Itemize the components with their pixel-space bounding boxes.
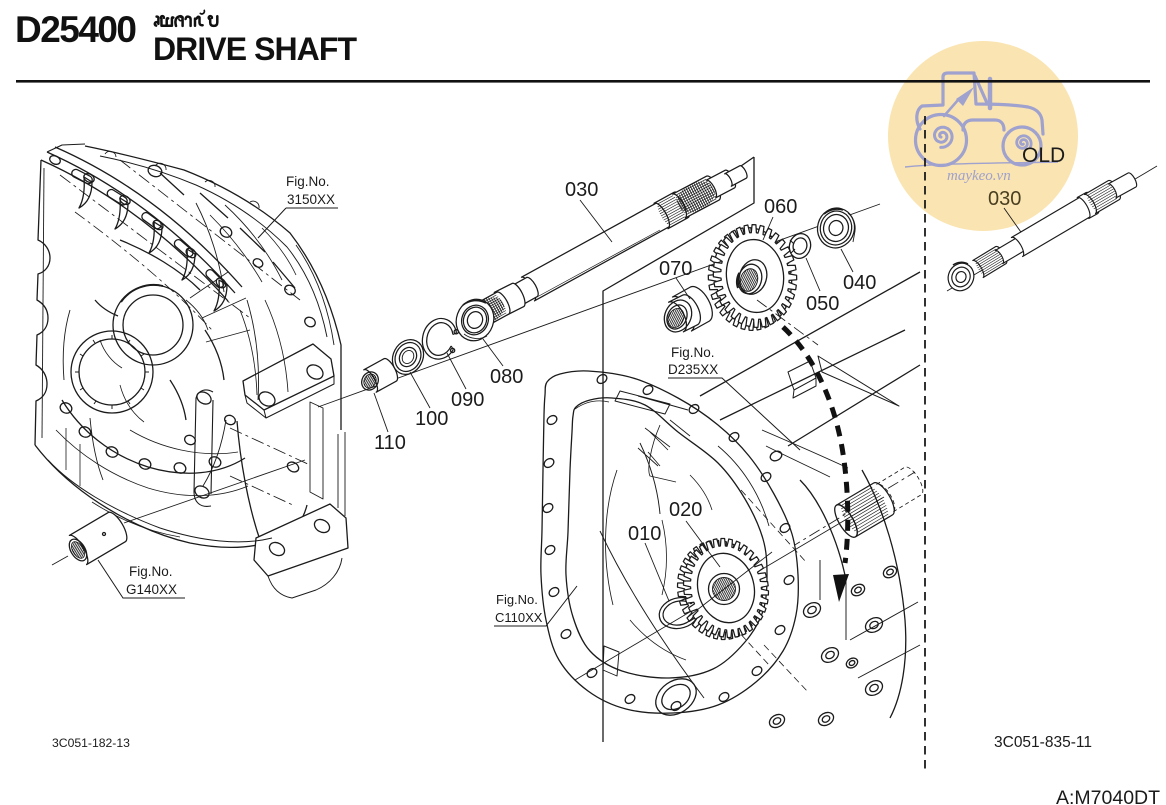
svg-text:A:M7040DT: A:M7040DT: [1056, 787, 1160, 805]
svg-text:100: 100: [415, 408, 448, 430]
svg-text:040: 040: [843, 272, 876, 294]
svg-text:070: 070: [659, 258, 692, 280]
svg-text:OLD: OLD: [1022, 144, 1065, 167]
svg-text:DRIVE SHAFT: DRIVE SHAFT: [153, 31, 357, 67]
svg-text:Fig.No.: Fig.No.: [496, 592, 538, 607]
svg-text:060: 060: [764, 196, 797, 218]
svg-text:3C051-835-11: 3C051-835-11: [994, 734, 1092, 751]
svg-text:maykeo.vn: maykeo.vn: [947, 168, 1011, 184]
svg-text:C110XX: C110XX: [495, 610, 543, 625]
svg-text:3C051-182-13: 3C051-182-13: [52, 736, 130, 750]
svg-text:030: 030: [988, 188, 1021, 210]
svg-text:110: 110: [374, 432, 406, 454]
svg-text:080: 080: [490, 366, 523, 388]
svg-text:G140XX: G140XX: [126, 582, 177, 597]
svg-text:D235XX: D235XX: [668, 362, 718, 377]
svg-text:Fig.No.: Fig.No.: [286, 174, 330, 189]
svg-text:010: 010: [628, 523, 661, 545]
svg-text:030: 030: [565, 179, 598, 201]
svg-text:D25400: D25400: [15, 9, 137, 50]
svg-text:Fig.No.: Fig.No.: [129, 564, 173, 579]
svg-text:050: 050: [806, 293, 839, 315]
svg-text:3150XX: 3150XX: [287, 192, 335, 207]
svg-text:Fig.No.: Fig.No.: [671, 345, 715, 360]
svg-text:090: 090: [451, 389, 484, 411]
svg-text:020: 020: [669, 499, 702, 521]
